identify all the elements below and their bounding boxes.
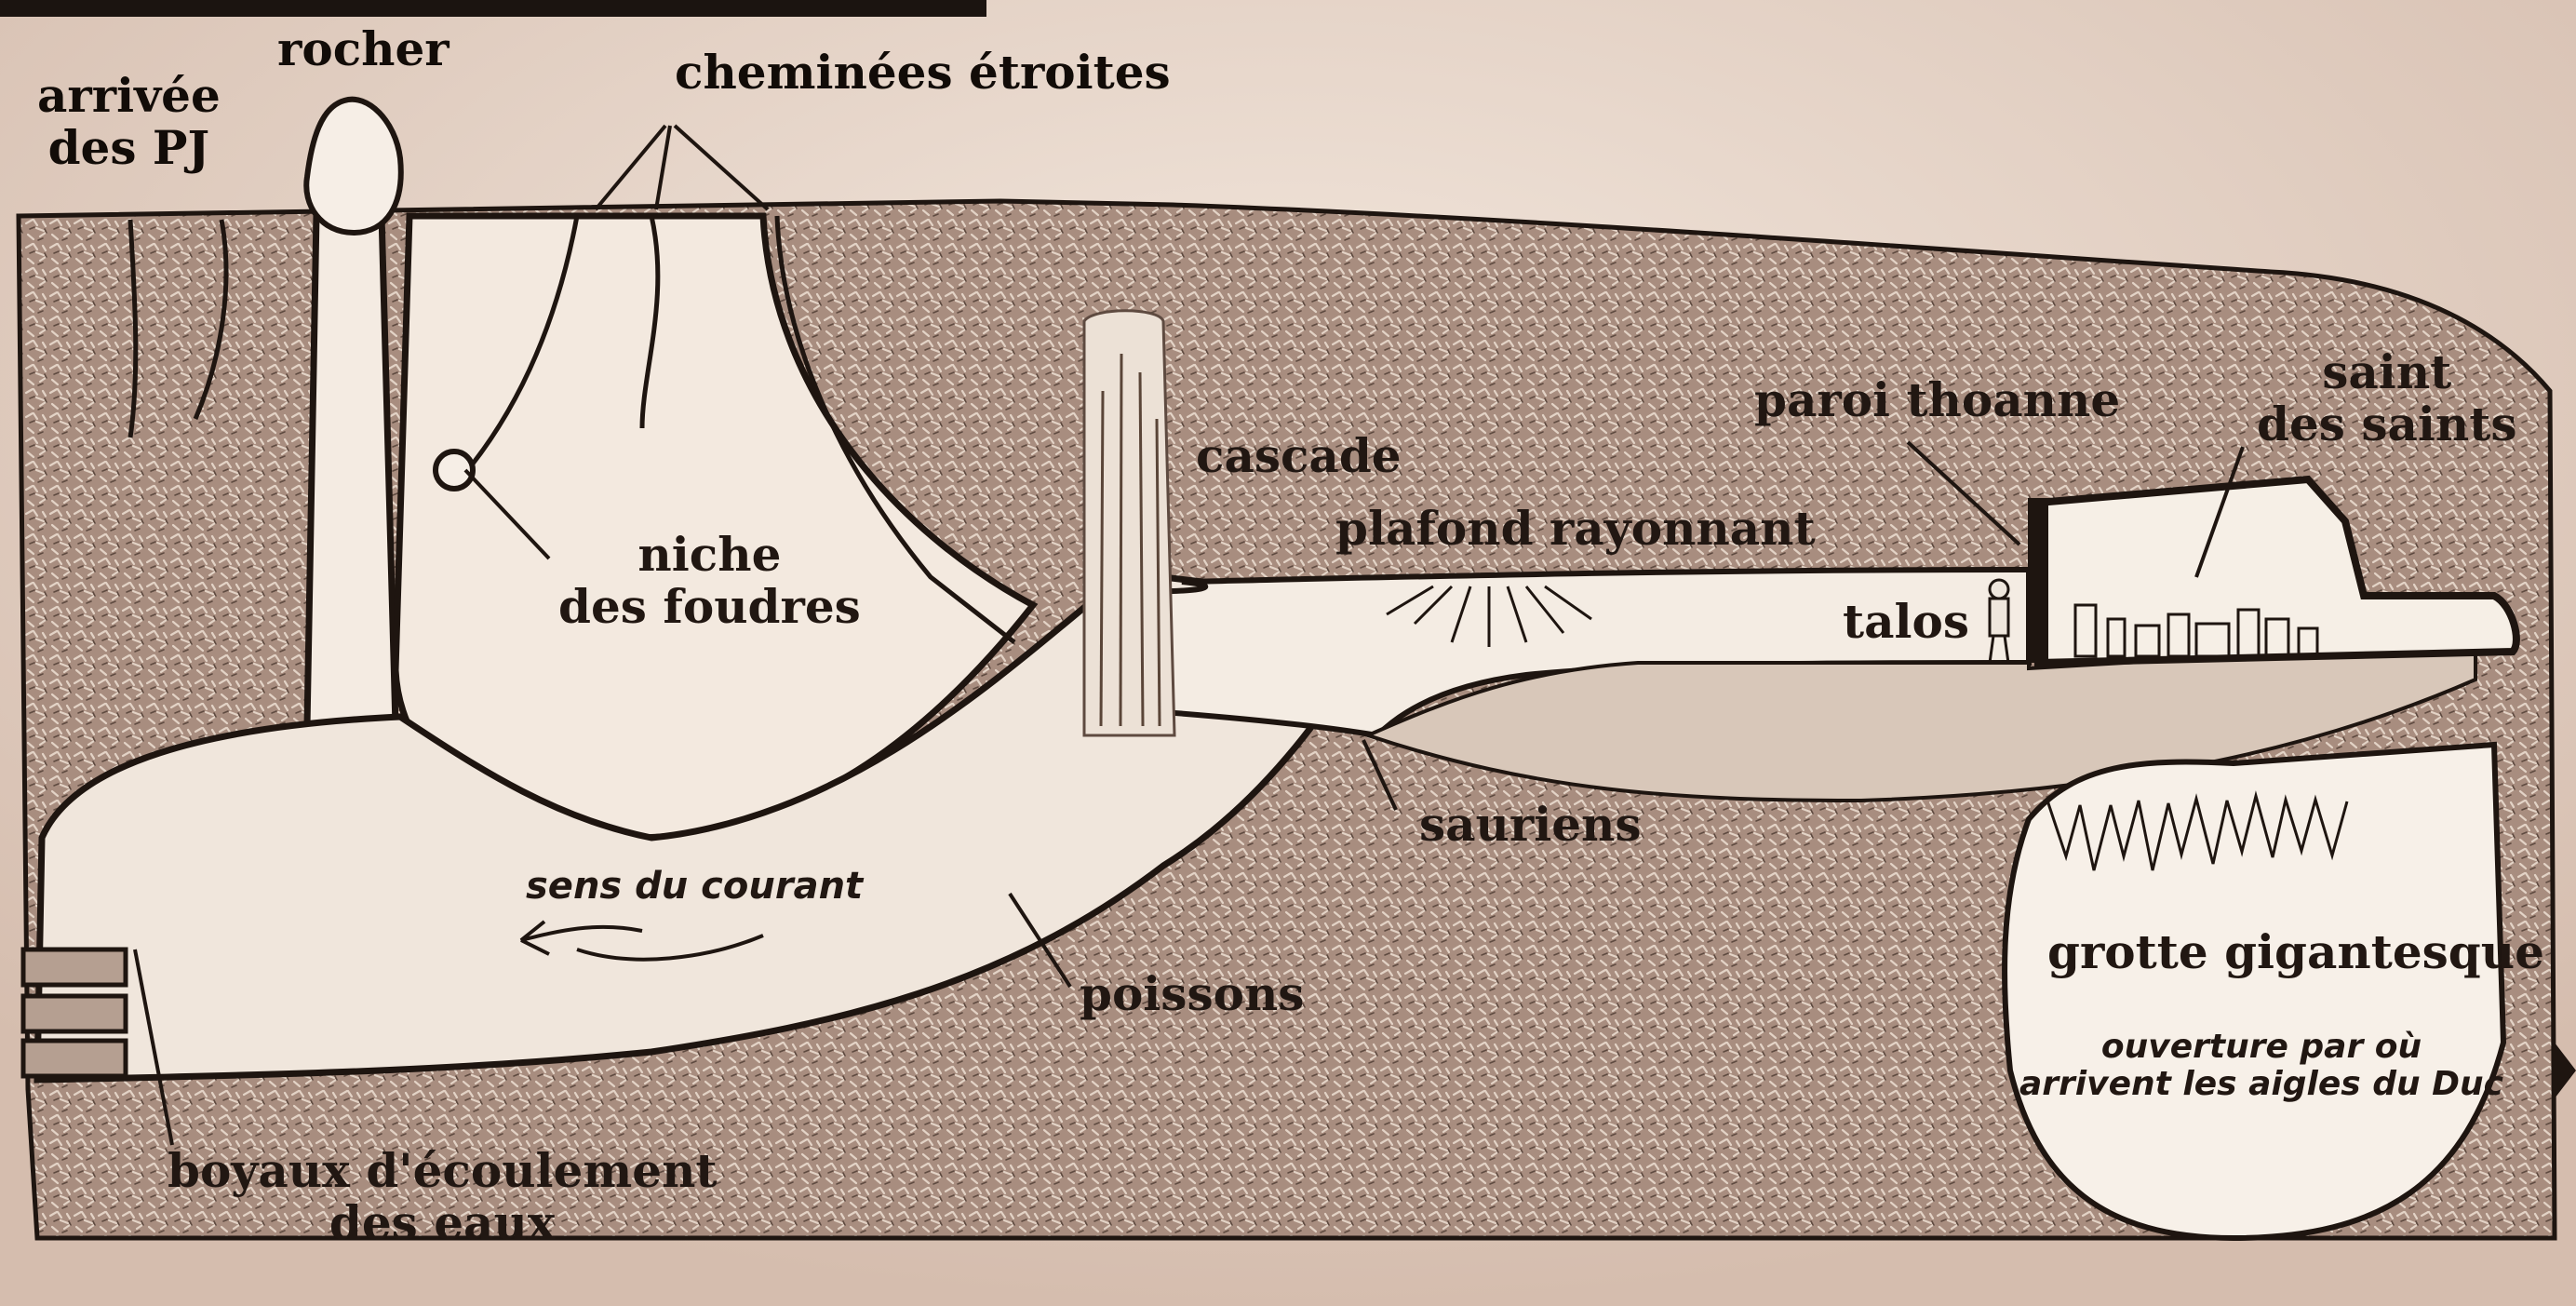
label-rocher: rocher — [277, 23, 449, 75]
label-niche: niche des foudres — [558, 529, 861, 633]
label-paroi: paroi thoanne — [1754, 374, 2120, 426]
label-plafond: plafond rayonnant — [1335, 503, 1816, 555]
label-poissons: poissons — [1080, 968, 1304, 1020]
rocher-boulder — [306, 100, 401, 233]
waterfall — [1084, 311, 1174, 735]
label-saint: saint des saints — [2257, 346, 2516, 451]
grotte-gigantesque — [2005, 745, 2503, 1238]
label-cheminees: cheminées étroites — [675, 47, 1171, 99]
label-ouverture: ouverture par où arrivent les aigles du … — [2019, 1029, 2503, 1104]
label-talos: talos — [1843, 596, 1969, 648]
label-cascade: cascade — [1196, 430, 1402, 482]
label-sauriens: sauriens — [1419, 799, 1642, 851]
label-sens-courant: sens du courant — [526, 866, 863, 908]
label-grotte: grotte gigantesque — [2047, 926, 2544, 978]
top-border — [0, 0, 986, 17]
label-arrivee: arrivée des PJ — [37, 70, 221, 174]
drainage-pipes — [23, 949, 126, 1076]
rocher-shaft — [307, 214, 396, 726]
label-boyaux: boyaux d'écoulement des eaux — [168, 1145, 718, 1249]
